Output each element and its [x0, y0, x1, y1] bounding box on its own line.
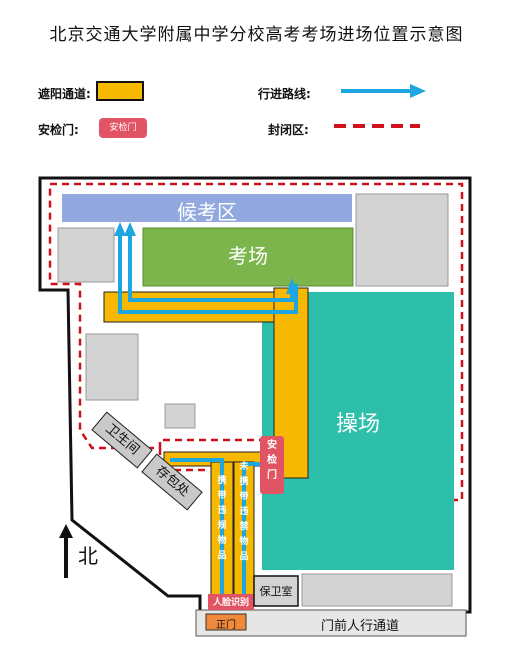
waiting-area-label: 候考区 [177, 200, 237, 224]
legend-closed-line-icon [334, 124, 420, 128]
main-gate-block [205, 613, 247, 631]
guard-room-block [253, 575, 299, 607]
without-items-label: 未携带违禁物品 [239, 462, 249, 562]
north-label: 北 [78, 544, 98, 568]
legend-gate-chip: 安检门 [99, 118, 147, 138]
exam-hall-block [142, 227, 354, 287]
building-small [164, 403, 196, 429]
legend-shade-swatch [96, 81, 144, 101]
exam-hall-label: 考场 [228, 244, 268, 268]
campus-boundary [38, 176, 472, 614]
closed-zone-boundary-south [158, 448, 206, 472]
legend-gate-label: 安检门: [38, 123, 79, 137]
legend-route-arrow-icon [341, 84, 426, 98]
guard-room-label: 保卫室 [259, 585, 293, 598]
pedestrian-lane-label: 门前人行通道 [320, 619, 399, 634]
building-nw [57, 227, 115, 283]
legend-route-label: 行进路线: [258, 87, 311, 101]
legend-closed-label: 封闭区: [268, 123, 309, 137]
security-gate-label: 安检门 [267, 440, 277, 481]
page-title: 北京交通大学附属中学分校高考考场进场位置示意图 [49, 25, 464, 45]
route-lines [118, 234, 298, 596]
building-south [301, 573, 453, 607]
waiting-area-block [62, 194, 352, 222]
playground-label: 操场 [335, 412, 380, 437]
building-w [85, 333, 139, 401]
closed-zone-boundary [48, 182, 464, 502]
with-items-label: 携带违规物品 [217, 476, 227, 561]
main-gate-label: 正门 [216, 620, 236, 631]
security-gate-block [260, 436, 284, 494]
building-ne [355, 193, 449, 287]
legend-shade-label: 遮阳通道: [38, 87, 91, 101]
face-id-block [208, 594, 254, 610]
face-id-label: 人脸识别 [212, 598, 249, 608]
shade-corridor-west [103, 291, 301, 323]
